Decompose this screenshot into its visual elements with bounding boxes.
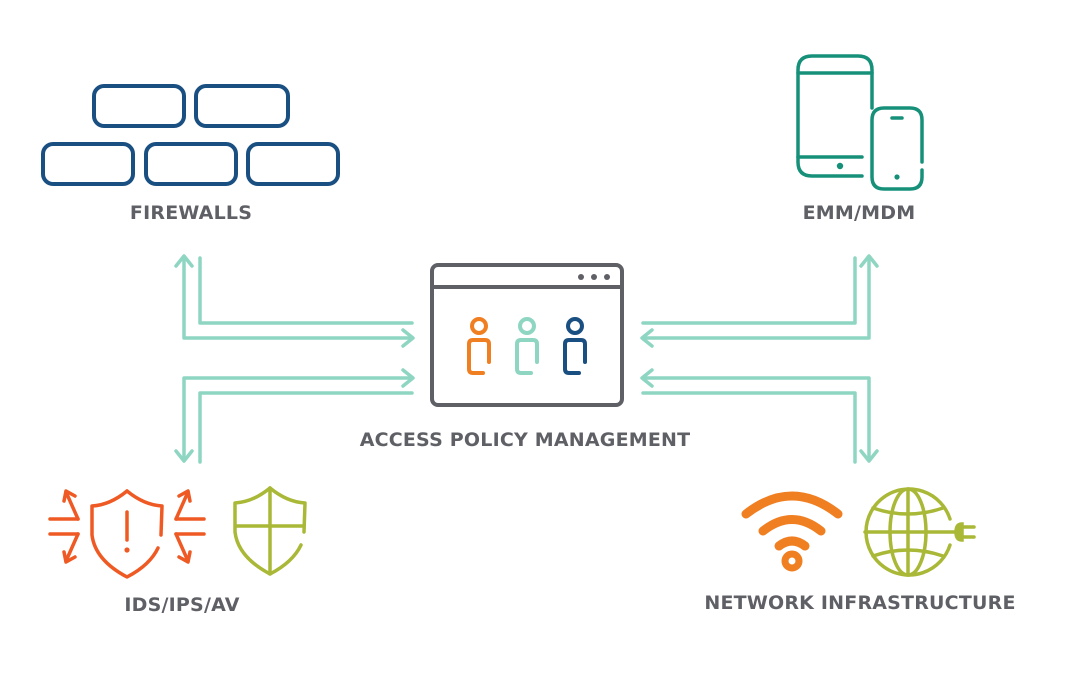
connector-line-out: [641, 391, 857, 464]
label-access-policy-management: ACCESS POLICY MANAGEMENT: [359, 429, 691, 451]
arrowhead-up-icon: [859, 254, 879, 268]
tablet-outline: [796, 54, 874, 178]
person-icon-teal: [515, 317, 539, 375]
deflect-arrow-up: [174, 490, 190, 521]
cross-shield-icon: [233, 486, 307, 576]
person-head: [566, 317, 584, 335]
phone-home-button: [894, 174, 900, 180]
window-dot-icon: [591, 274, 597, 280]
brick: [246, 142, 340, 186]
arrowhead: [62, 489, 77, 503]
wifi-arc-middle: [758, 515, 826, 536]
connector-network-infrastructure: [640, 368, 879, 464]
connector-ids-ips-av: [174, 368, 415, 464]
brick: [144, 142, 238, 186]
wifi-arc-outer: [741, 491, 843, 519]
deflect-arrow-up: [64, 490, 80, 521]
exclamation-dot: [124, 547, 130, 553]
arrowhead-right-icon: [401, 328, 415, 348]
person-head: [518, 317, 536, 335]
arrowhead-up-icon: [174, 254, 194, 268]
plug-body: [954, 522, 964, 542]
person-icon-navy: [563, 317, 587, 375]
connector-line-in: [198, 256, 414, 325]
connector-firewalls: [174, 254, 415, 348]
arrowhead-down-icon: [859, 449, 879, 463]
brick: [194, 84, 290, 128]
tablet-home-button: [836, 162, 844, 170]
globe-parallel: [871, 506, 945, 516]
phone-outline: [870, 106, 924, 191]
brick-wall-icon: [41, 84, 340, 186]
connector-line-out: [182, 255, 414, 340]
arrowhead: [177, 489, 192, 503]
connector-line-in: [641, 376, 871, 462]
label-firewalls: FIREWALLS: [129, 202, 253, 224]
plugged-globe-icon: [863, 487, 976, 577]
connector-line-out: [198, 391, 414, 464]
globe-parallel: [871, 548, 945, 558]
wifi-dot: [781, 550, 803, 572]
arrowhead-left-icon: [640, 328, 654, 348]
shield-outline: [233, 486, 307, 576]
connector-line-in: [182, 376, 414, 462]
person-body: [515, 338, 539, 375]
window-frame: [430, 263, 624, 407]
connectors: [174, 254, 879, 464]
arrowhead: [177, 550, 192, 564]
window-dot-icon: [578, 274, 584, 280]
arrowhead-left-icon: [640, 368, 654, 388]
label-ids-ips-av: IDS/IPS/AV: [124, 594, 240, 616]
arrowhead-right-icon: [401, 368, 415, 388]
label-network-infrastructure: NETWORK INFRASTRUCTURE: [704, 592, 1016, 614]
window-dot-icon: [604, 274, 610, 280]
person-body: [467, 338, 491, 375]
connector-emm-mdm: [640, 254, 879, 348]
tablet-and-phone-icon: [796, 54, 924, 191]
label-emm-mdm: EMM/MDM: [802, 202, 916, 224]
wifi-arc-inner: [774, 536, 810, 551]
person-body: [563, 338, 587, 375]
wifi-icon: [741, 491, 843, 572]
person-head: [470, 317, 488, 335]
browser-window-users-icon: [430, 263, 624, 407]
alert-shield-icon: [48, 489, 206, 579]
arrowhead-down-icon: [174, 449, 194, 463]
brick: [92, 84, 186, 128]
deflect-arrow-down: [64, 532, 80, 563]
deflect-arrow-down: [174, 532, 190, 563]
shield-outline: [90, 489, 164, 579]
person-icon-orange: [467, 317, 491, 375]
connector-line-out: [641, 255, 871, 340]
connector-line-in: [641, 256, 857, 325]
arrowhead: [62, 550, 77, 564]
brick: [41, 142, 135, 186]
